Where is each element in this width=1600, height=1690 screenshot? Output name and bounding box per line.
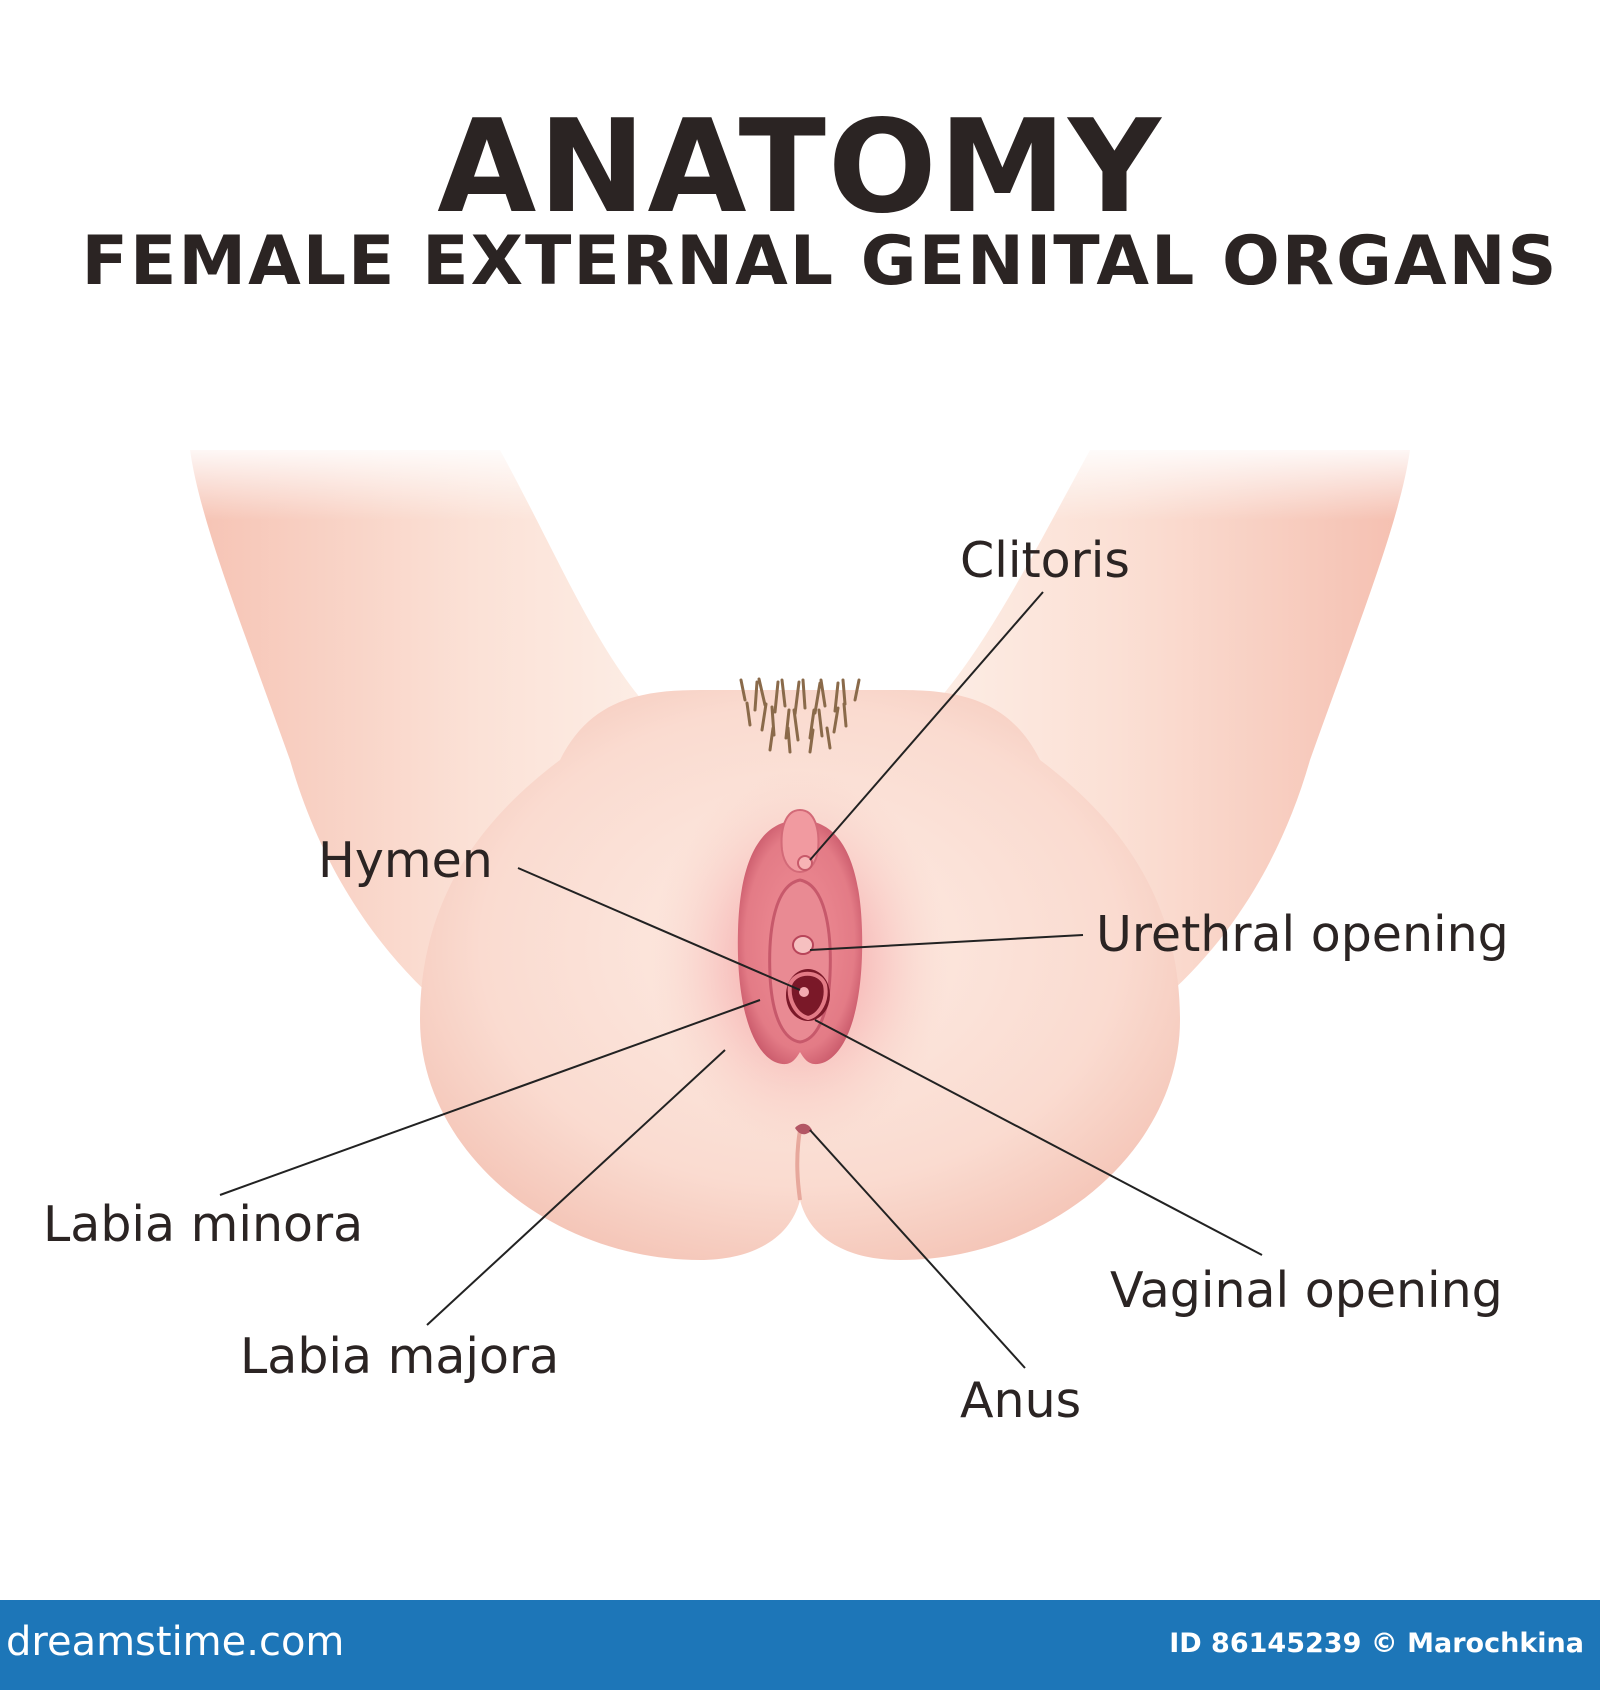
footer-credit: ID 86145239 © Marochkina <box>1169 1628 1584 1659</box>
label-labia-minora: Labia minora <box>43 1196 364 1253</box>
label-clitoris: Clitoris <box>960 532 1130 589</box>
urethral-leader <box>809 934 1084 951</box>
clitoris-leader <box>809 591 1044 861</box>
hymen-spot <box>799 987 809 997</box>
leader-lines <box>219 591 1263 1369</box>
labia-minora-leader <box>219 999 761 1196</box>
hymen-leader <box>517 867 801 991</box>
label-hymen: Hymen <box>318 832 493 889</box>
label-urethral-opening: Urethral opening <box>1096 906 1509 963</box>
clitoris-glans <box>797 855 813 871</box>
pubic-hair <box>739 677 861 754</box>
footer-brand: dreamstime.com <box>6 1619 345 1665</box>
anatomy-illustration <box>170 440 1430 1369</box>
hymen-shape <box>787 971 828 1021</box>
label-anus: Anus <box>960 1372 1082 1429</box>
labia-majora-leader <box>426 1049 726 1326</box>
urethral-opening-shape <box>792 935 814 955</box>
label-vaginal-opening: Vaginal opening <box>1110 1262 1503 1319</box>
top-fade <box>170 440 1430 520</box>
footer-bar: dreamstime.com ID 86145239 © Marochkina <box>0 1600 1600 1690</box>
anus-leader <box>809 1129 1026 1369</box>
anus-shape <box>795 1123 812 1135</box>
vaginal-leader <box>814 1019 1263 1256</box>
label-labia-majora: Labia majora <box>240 1328 560 1385</box>
page-subtitle: FEMALE EXTERNAL GENITAL ORGANS <box>81 222 1559 301</box>
page-title: ANATOMY <box>437 93 1163 242</box>
